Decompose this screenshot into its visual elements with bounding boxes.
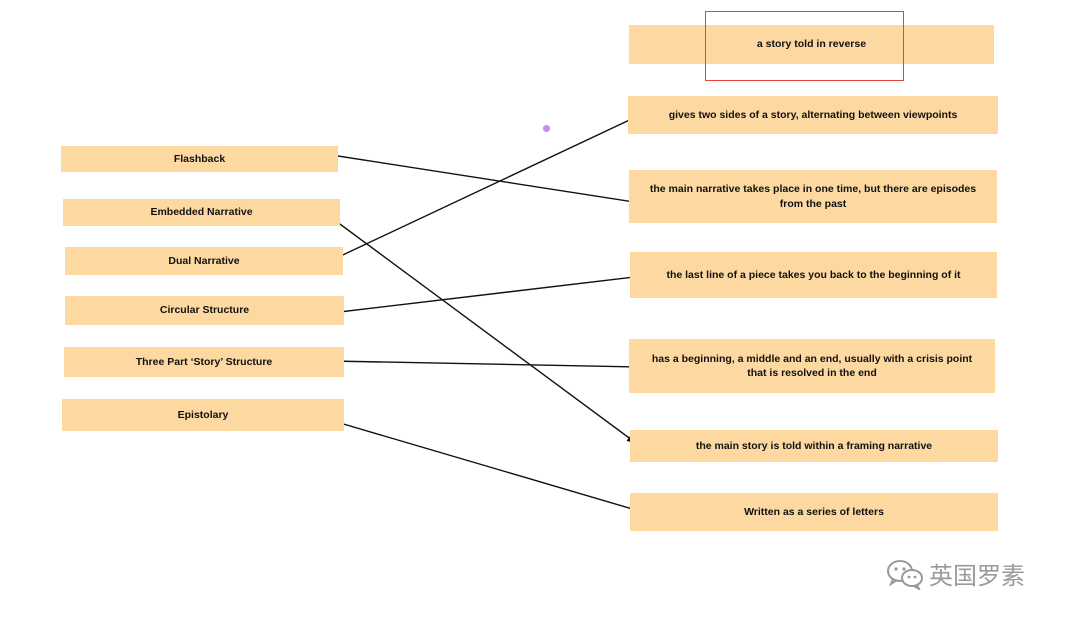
term-box-embedded-narrative: Embedded Narrative bbox=[63, 199, 340, 226]
definition-text-reverse: a story told in reverse bbox=[756, 38, 867, 51]
term-label-three-part-structure: Three Part ‘Story’ Structure bbox=[135, 355, 273, 368]
arrow-dual-to-two-sides bbox=[329, 115, 639, 262]
arrow-embedded-to-framing bbox=[324, 212, 637, 444]
term-label-dual-narrative: Dual Narrative bbox=[168, 254, 240, 267]
watermark: 英国罗素 bbox=[885, 556, 1025, 591]
definition-box-beginning-middle-end: has a beginning, a middle and an end, us… bbox=[629, 339, 995, 393]
definition-box-reverse: a story told in reverse bbox=[629, 25, 994, 64]
term-box-three-part-structure: Three Part ‘Story’ Structure bbox=[64, 347, 344, 377]
definition-box-two-sides: gives two sides of a story, alternating … bbox=[628, 96, 998, 134]
definition-box-letters: Written as a series of letters bbox=[630, 493, 998, 531]
wechat-icon bbox=[885, 558, 925, 590]
arrow-circular-to-last-line bbox=[330, 273, 644, 314]
term-box-circular-structure: Circular Structure bbox=[65, 296, 344, 325]
cursor-dot bbox=[543, 125, 550, 132]
definition-text-two-sides: gives two sides of a story, alternating … bbox=[668, 108, 958, 121]
term-label-epistolary: Epistolary bbox=[177, 408, 229, 421]
arrow-three-part-to-beginning-middle-end bbox=[329, 360, 641, 371]
definition-box-last-line: the last line of a piece takes you back … bbox=[630, 252, 997, 298]
definition-text-framing: the main story is told within a framing … bbox=[695, 439, 933, 452]
term-box-dual-narrative: Dual Narrative bbox=[65, 247, 343, 275]
definition-text-last-line: the last line of a piece takes you back … bbox=[666, 268, 961, 281]
definition-text-episodes-past: the main narrative takes place in one ti… bbox=[649, 183, 977, 210]
definition-text-letters: Written as a series of letters bbox=[744, 505, 884, 518]
watermark-text: 英国罗素 bbox=[929, 562, 1025, 590]
term-label-flashback: Flashback bbox=[173, 152, 226, 165]
term-box-flashback: Flashback bbox=[61, 146, 338, 172]
definition-box-episodes-past: the main narrative takes place in one ti… bbox=[629, 170, 997, 223]
term-label-circular-structure: Circular Structure bbox=[159, 304, 250, 317]
definition-text-beginning-middle-end: has a beginning, a middle and an end, us… bbox=[651, 352, 973, 379]
term-box-epistolary: Epistolary bbox=[62, 399, 344, 431]
arrow-flashback-to-episodes-past bbox=[324, 153, 648, 207]
definition-box-framing: the main story is told within a framing … bbox=[630, 430, 998, 462]
arrow-epistolary-to-letters bbox=[322, 417, 647, 515]
term-label-embedded-narrative: Embedded Narrative bbox=[150, 206, 253, 219]
highlight-frame bbox=[705, 11, 904, 81]
